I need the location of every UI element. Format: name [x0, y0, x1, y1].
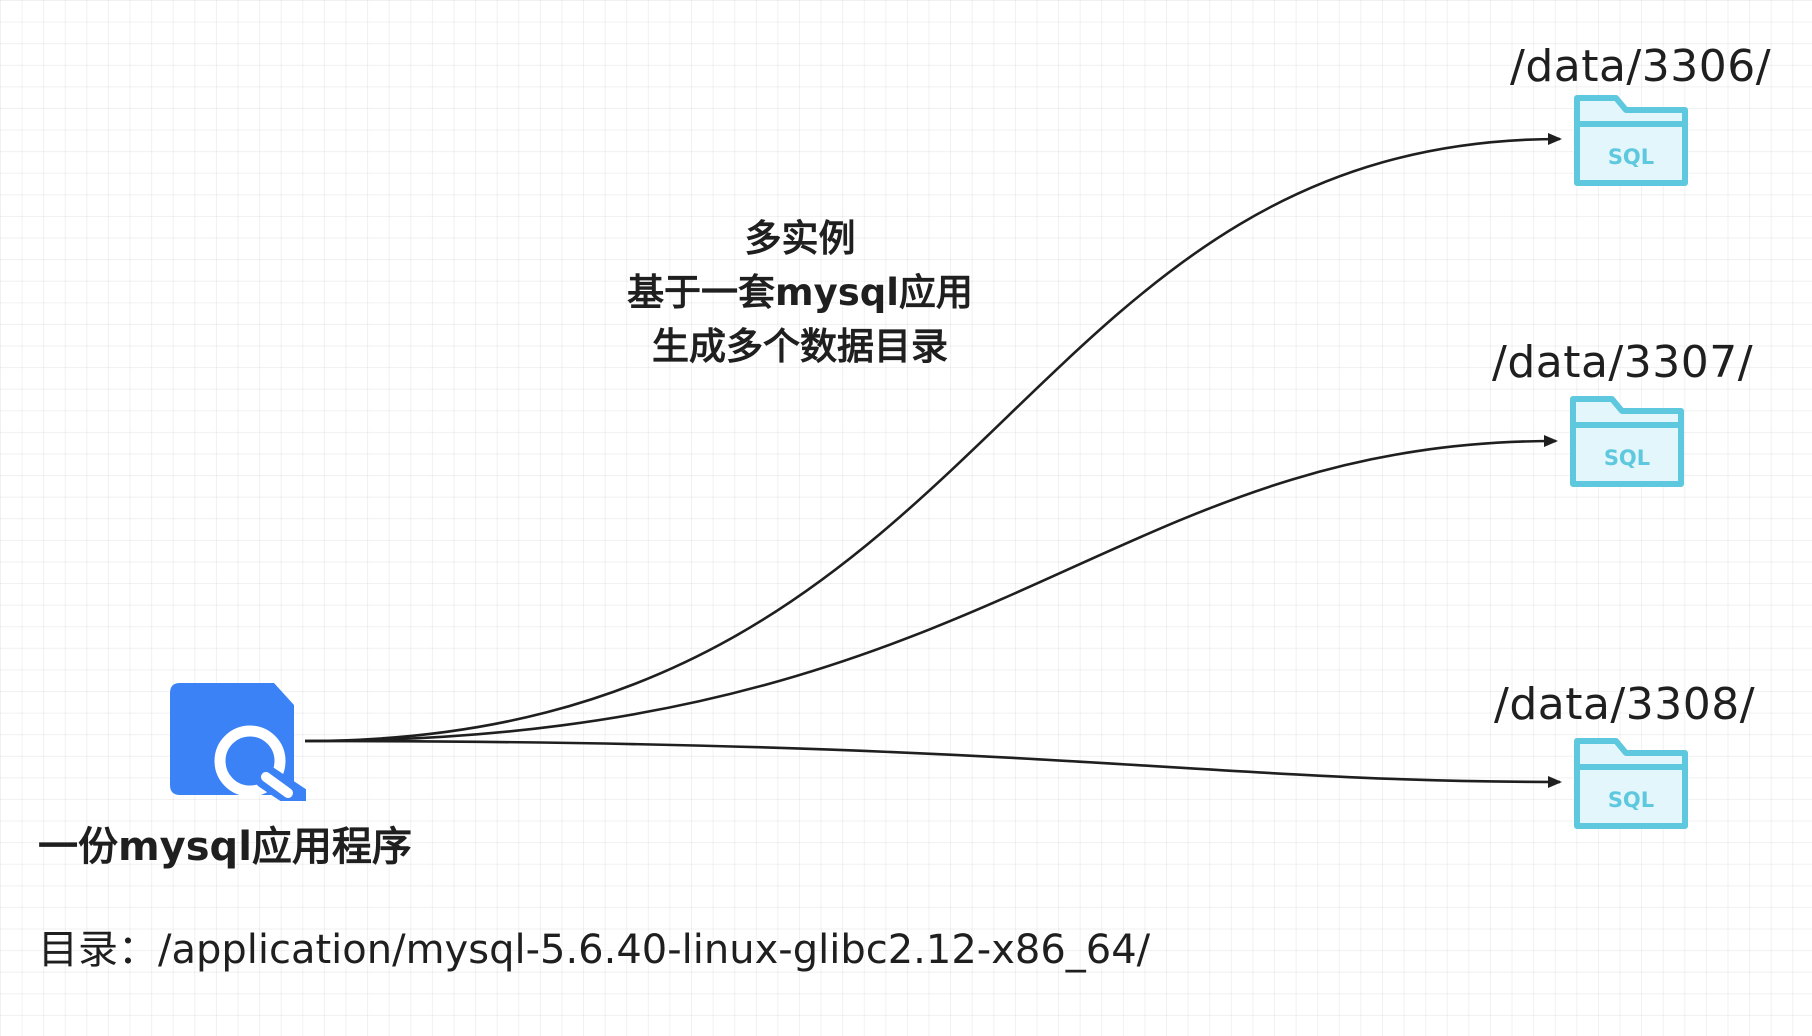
arrow-to-3307	[304, 435, 1558, 743]
arrow-to-3306	[304, 133, 1562, 743]
mysql-app-wrench-icon	[170, 683, 306, 801]
sql-folder-icon: SQL	[1574, 95, 1688, 186]
install-directory-text: 目录：/application/mysql-5.6.40-linux-glibc…	[38, 927, 1151, 973]
folder-sql-text: SQL	[1608, 145, 1654, 169]
app-label: 一份mysql应用程序	[38, 824, 412, 870]
sql-folder-icon: SQL	[1574, 738, 1688, 829]
caption-line-2: 基于一套mysql应用	[627, 271, 973, 314]
arrow-to-3308	[304, 739, 1562, 788]
folder-sql-text: SQL	[1604, 446, 1650, 470]
multi-instance-caption: 多实例 基于一套mysql应用 生成多个数据目录	[570, 212, 1030, 374]
instance-path-3307: /data/3307/	[1492, 337, 1754, 388]
instance-path-3306: /data/3306/	[1510, 41, 1772, 92]
folder-sql-text: SQL	[1608, 788, 1654, 812]
caption-line-3: 生成多个数据目录	[652, 325, 948, 368]
caption-line-1: 多实例	[744, 217, 856, 260]
instance-path-3308: /data/3308/	[1494, 679, 1756, 730]
sql-folder-icon: SQL	[1570, 396, 1684, 487]
